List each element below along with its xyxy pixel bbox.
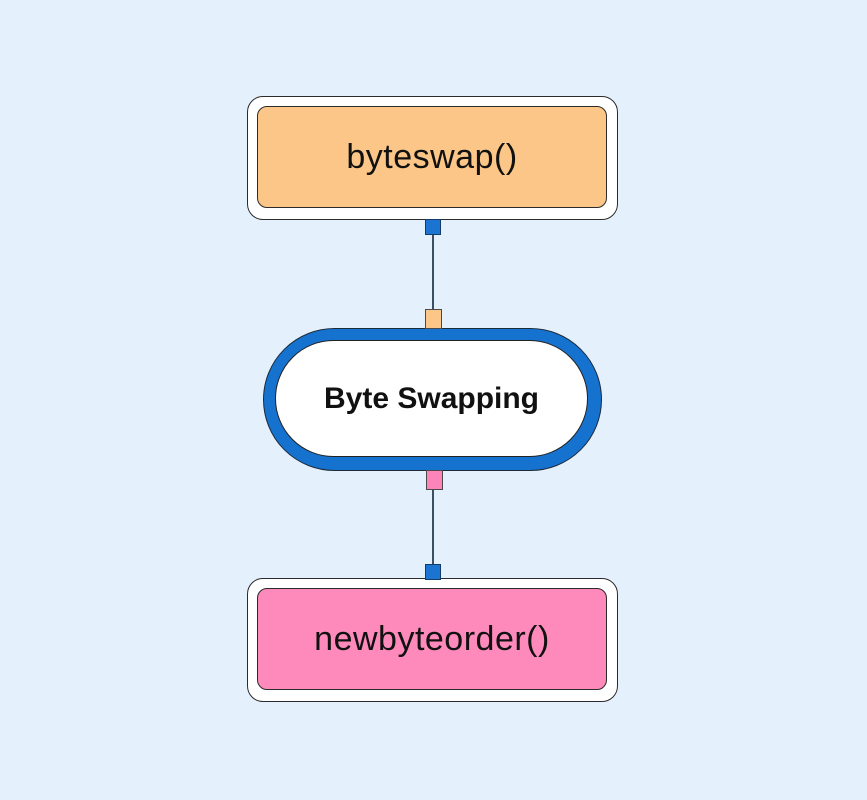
node-byte-swapping-label: Byte Swapping xyxy=(323,381,540,415)
node-newbyteorder-label: newbyteorder() xyxy=(314,619,550,658)
node-newbyteorder[interactable]: newbyteorder() xyxy=(257,588,607,690)
port-newbyteorder-top xyxy=(425,564,441,580)
edge-byte-swapping-to-newbyteorder xyxy=(432,488,434,568)
node-newbyteorder-frame[interactable]: newbyteorder() xyxy=(247,578,618,702)
node-byteswap[interactable]: byteswap() xyxy=(257,106,607,208)
node-byte-swapping[interactable]: Byte Swapping xyxy=(275,340,588,457)
port-byte-swapping-top xyxy=(425,309,442,329)
port-byte-swapping-bottom xyxy=(426,470,443,490)
port-byteswap-bottom xyxy=(425,219,441,235)
node-byteswap-frame[interactable]: byteswap() xyxy=(247,96,618,220)
node-byte-swapping-ring[interactable]: Byte Swapping xyxy=(263,328,602,471)
node-byteswap-label: byteswap() xyxy=(346,137,518,176)
edge-byteswap-to-byte-swapping xyxy=(432,232,434,312)
